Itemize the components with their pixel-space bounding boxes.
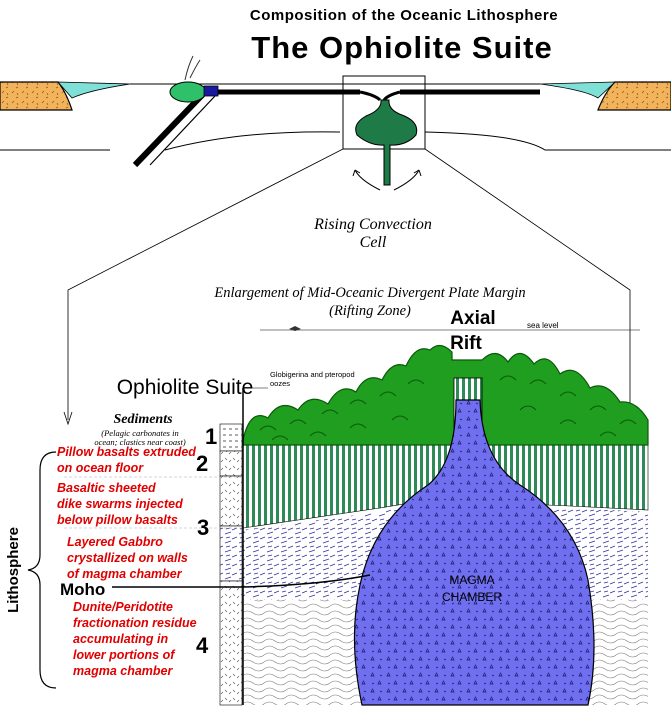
dunite-label-4: lower portions of (73, 648, 176, 662)
lithosphere-label: Lithosphere (5, 527, 22, 613)
rift-edges (359, 90, 401, 102)
projection-arrow-left (63, 411, 73, 426)
volcano-plume (184, 55, 201, 81)
dikes-label-3: below pillow basalts (57, 513, 178, 527)
island-arc-volcano (169, 81, 207, 103)
dikes-label-2: dike swarms injected (57, 497, 183, 511)
stratigraphic-column (219, 423, 243, 706)
layer-number-3: 3 (197, 515, 209, 540)
lithosphere-base-right (424, 131, 671, 151)
lithosphere-brace (27, 451, 57, 689)
left-shallow-water (57, 81, 131, 99)
gabbro-label-2: crystallized on walls (67, 551, 188, 565)
column-pillow-basalt (219, 450, 243, 477)
convection-label-2: Cell (360, 234, 387, 251)
trench-wedge (203, 85, 219, 97)
sediments-note-2: ocean; clastics near coast) (94, 437, 186, 447)
enlarged-cross-section: MAGMA CHAMBER (242, 344, 649, 706)
enlargement-label-1: Enlargement of Mid-Oceanic Divergent Pla… (213, 285, 525, 301)
convection-arrow-left (354, 169, 381, 191)
gabbro-label-1: Layered Gabbro (67, 535, 163, 549)
overview-cross-section (0, 55, 671, 191)
convection-label-1: Rising Convection (313, 216, 432, 233)
dunite-label-1: Dunite/Peridotite (73, 600, 173, 614)
oozes-label-1: Globigerina and pteropod (270, 370, 355, 379)
oozes-label-2: oozes (270, 379, 290, 388)
magma-chamber-label-1: MAGMA (449, 573, 494, 587)
column-peridotite (219, 580, 243, 706)
pillow-label-2: on ocean floor (57, 461, 144, 475)
magma-chamber (353, 399, 595, 706)
right-shallow-water (539, 81, 617, 99)
subducting-slab (132, 89, 208, 168)
pillow-basalt-layer (242, 344, 649, 446)
lithosphere-base-left (0, 131, 341, 151)
enlargement-label-2: (Rifting Zone) (329, 303, 411, 319)
pillow-label-1: Pillow basalts extruded (57, 445, 196, 459)
title-line-1: Composition of the Oceanic Lithosphere (250, 7, 558, 24)
gabbro-label-3: of magma chamber (67, 567, 183, 581)
column-sheeted-dikes (219, 475, 243, 527)
axial-rift-label-2: Rift (450, 333, 482, 354)
layer-number-1: 1 (205, 424, 217, 449)
sediments-note-1: (Pelagic carbonates in (101, 428, 178, 438)
ship-icon (289, 326, 301, 331)
magma-chamber-label-2: CHAMBER (442, 590, 502, 604)
rift-magma-plume (355, 99, 418, 186)
convection-arrow-right (393, 169, 420, 191)
dunite-label-2: fractionation residue (73, 616, 197, 630)
layer-number-4: 4 (196, 633, 209, 658)
pillow-basalt-texture (259, 375, 637, 441)
moho-line-extension (242, 574, 371, 588)
slab-lower-edge (149, 95, 216, 166)
projection-line-left (67, 148, 344, 420)
convection-arrowhead-left (352, 169, 361, 177)
dunite-label-5: magma chamber (73, 664, 173, 678)
convection-arrowhead-right (413, 169, 422, 177)
column-sediments (219, 423, 243, 452)
dunite-label-3: accumulating in (73, 632, 169, 646)
axial-rift-label-1: Axial (450, 308, 495, 329)
projection-line-right (424, 148, 631, 445)
dikes-label-1: Basaltic sheeted (57, 481, 156, 495)
ophiolite-suite-label: Ophiolite Suite (117, 376, 254, 399)
sediments-title: Sediments (113, 412, 173, 427)
column-gabbro (219, 525, 243, 582)
layer-number-2: 2 (196, 451, 208, 476)
sea-level-label: sea level (527, 321, 559, 330)
moho-label: Moho (60, 580, 105, 599)
title-line-2: The Ophiolite Suite (251, 30, 552, 65)
